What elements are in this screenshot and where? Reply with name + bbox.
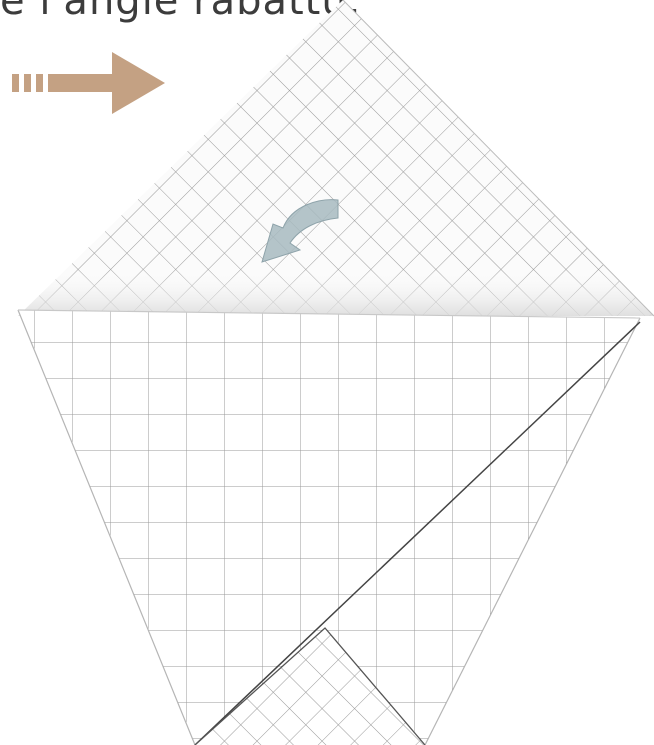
top-triangle-flap (0, 0, 654, 320)
right-arrow-icon (12, 52, 165, 114)
